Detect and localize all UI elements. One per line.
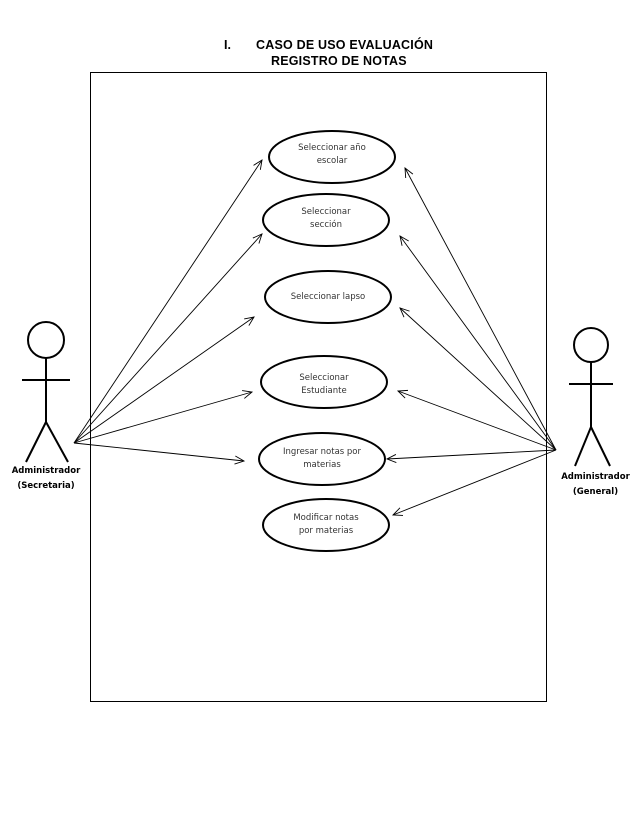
actor-right-figure [569, 327, 613, 467]
title-number: I. [224, 38, 231, 52]
use-case-select-lapse: Seleccionar lapso [290, 292, 366, 302]
use-case-ellipse [260, 355, 388, 409]
arrow-head [385, 454, 397, 464]
use-case-ellipse [264, 270, 392, 324]
use-case-ellipse [268, 130, 396, 184]
arrow-head [244, 316, 255, 326]
association-arrow [73, 391, 253, 444]
association-arrow [73, 442, 245, 462]
association-arrow [399, 235, 557, 451]
arrow-head [234, 455, 246, 465]
actor-left-figure [22, 321, 70, 463]
association-arrow [397, 390, 557, 451]
association-arrow [73, 159, 263, 444]
actor-left-label: Administrador(Secretaria) [11, 466, 81, 491]
association-arrow [404, 167, 557, 451]
diagram-title: CASO DE USO EVALUACIÓN [256, 38, 434, 52]
arrow-head [252, 233, 263, 244]
association-arrow [73, 316, 255, 444]
actor-right-label: Administrador(General) [561, 472, 630, 497]
use-case-ellipse [262, 193, 390, 247]
arrow-head [404, 167, 414, 179]
use-case-ellipse [258, 432, 386, 486]
association-arrow [386, 449, 557, 460]
use-case-ellipse [262, 498, 390, 552]
arrow-head [396, 389, 409, 399]
diagram-subtitle: REGISTRO DE NOTAS [271, 54, 407, 68]
system-boundary [90, 72, 547, 702]
arrow-head [253, 159, 263, 170]
association-arrow [399, 307, 557, 451]
association-arrow [73, 233, 263, 444]
arrow-head [242, 390, 254, 399]
arrow-head [399, 235, 409, 246]
arrow-head [391, 507, 404, 516]
arrow-head [399, 307, 410, 318]
association-arrow [392, 449, 557, 516]
